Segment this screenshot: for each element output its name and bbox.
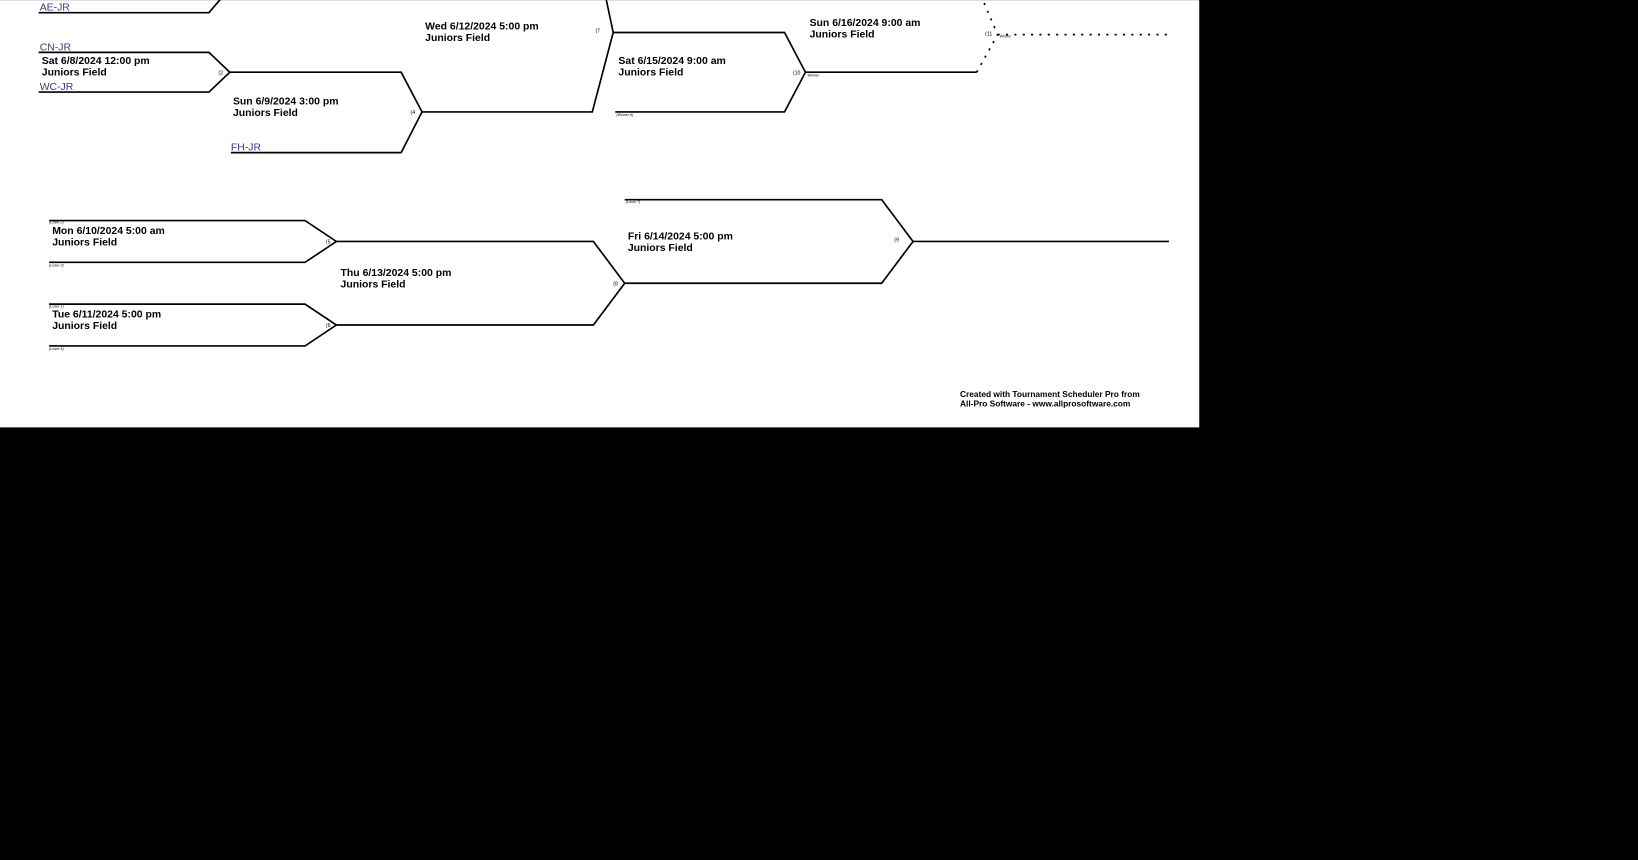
game-2-field: Juniors Field <box>42 67 107 78</box>
game-7-number: (7 <box>595 29 600 35</box>
game-8-field: Juniors Field <box>341 279 406 290</box>
game-5-date: Mon 6/10/2024 5:00 am <box>52 226 165 237</box>
team-ae-jr: AE-JR <box>40 3 71 14</box>
game-9-number: (9 <box>894 237 899 243</box>
game-6-field: Juniors Field <box>52 321 117 332</box>
game-9-date: Fri 6/14/2024 5:00 pm <box>628 231 733 242</box>
game-11-field: Juniors Field <box>810 30 875 41</box>
game-6-date: Tue 6/11/2024 5:00 pm <box>52 310 161 321</box>
team-wc-jr: WC-JR <box>40 82 74 93</box>
game-11-number: (11 <box>985 32 992 38</box>
game-2-date: Sat 6/8/2024 12:00 pm <box>42 56 150 67</box>
game-7-field: Juniors Field <box>425 33 490 44</box>
winners-bracket-lines <box>38 0 1170 154</box>
game-5-number: (5 <box>326 240 331 246</box>
game-11-date: Sun 6/16/2024 9:00 am <box>810 18 921 29</box>
game-4-number: (4 <box>411 110 416 116</box>
game-8-date: Thu 6/13/2024 5:00 pm <box>341 268 452 279</box>
slot-loser-1: (Loser 1) <box>49 304 64 308</box>
slot-loser-4: (Loser 4) <box>49 347 64 351</box>
game-4-date: Sun 6/9/2024 3:00 pm <box>233 97 339 108</box>
game-10-field: Juniors Field <box>618 67 683 78</box>
team-fh-jr: FH-JR <box>231 143 262 154</box>
game-4-field: Juniors Field <box>233 108 298 119</box>
losers-bracket-lines <box>49 198 1169 347</box>
slot-loser-3: (Loser 3) <box>49 264 64 268</box>
game-10-winner-label: Winner <box>808 73 820 77</box>
game-10-number: (10 <box>793 70 801 76</box>
game-10-date: Sat 6/15/2024 9:00 am <box>618 56 725 67</box>
footer-credit-line1: Created with Tournament Scheduler Pro fr… <box>960 389 1140 399</box>
game-7-date: Wed 6/12/2024 5:00 pm <box>425 21 539 32</box>
game-5-field: Juniors Field <box>52 238 117 249</box>
team-cn-jr: CN-JR <box>40 42 72 53</box>
game-6-number: (6 <box>326 323 331 329</box>
slot-winner-9: (Winner 9) <box>616 113 633 117</box>
slot-loser-2: (Loser 2) <box>49 221 64 225</box>
footer-credit-line2: All-Pro Software - www.allprosoftware.co… <box>960 398 1130 408</box>
game-2-number: (2 <box>218 70 223 76</box>
game-8-number: (8 <box>613 281 618 287</box>
game-9-field: Juniors Field <box>628 243 693 254</box>
slot-loser-7: (Loser 7) <box>626 200 641 204</box>
bracket-page <box>0 0 1200 428</box>
game-11-winner-label: Winner <box>1000 35 1012 39</box>
